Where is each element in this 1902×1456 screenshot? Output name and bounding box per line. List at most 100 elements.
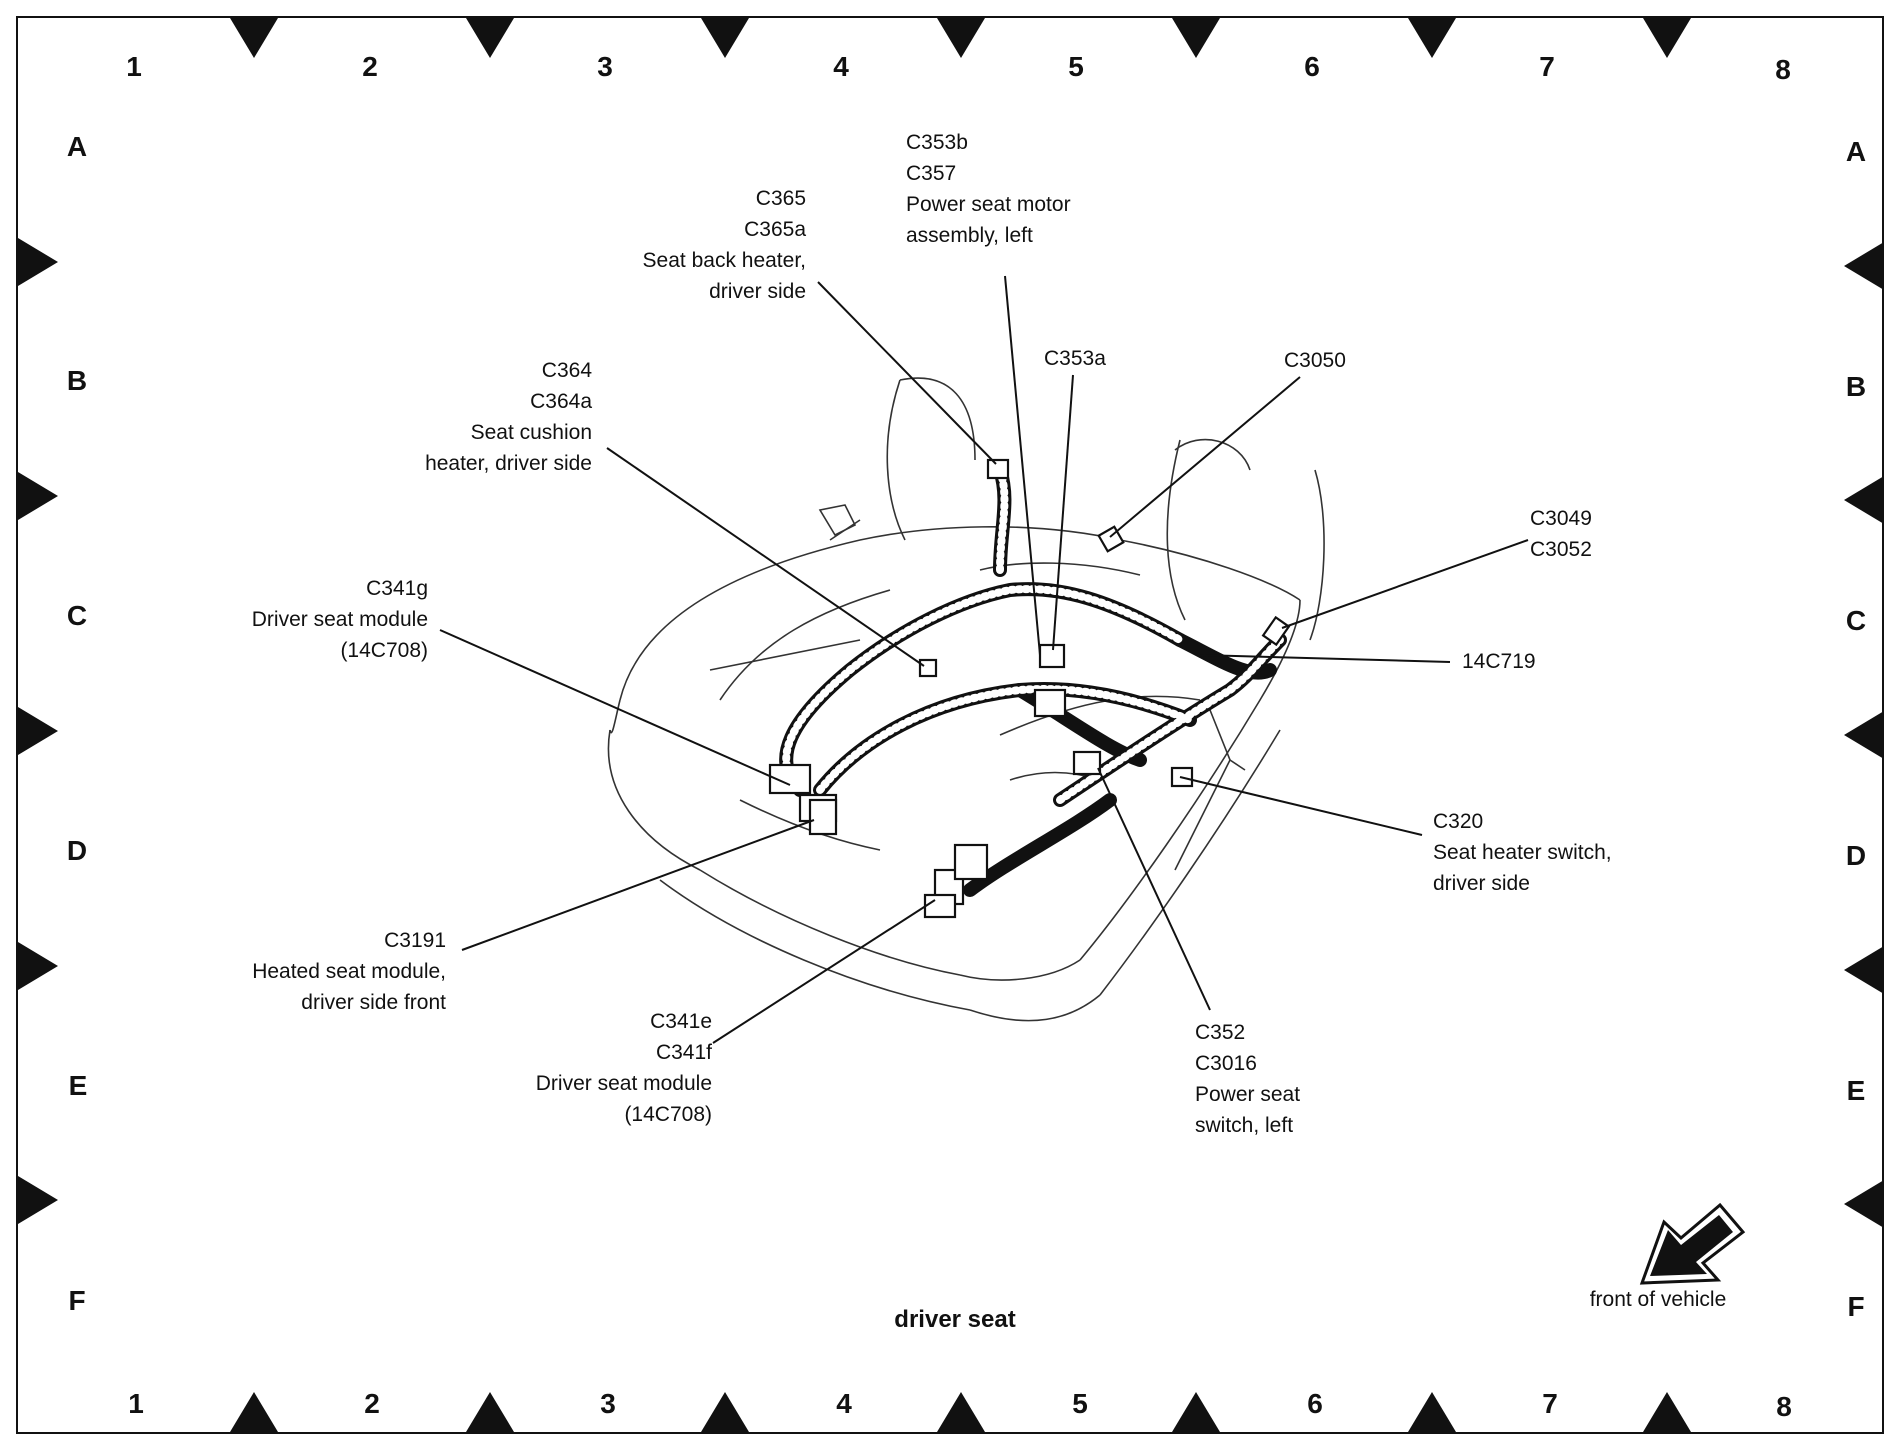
callout-c3191-line: driver side front xyxy=(301,991,446,1014)
border-marker-right xyxy=(1844,1180,1884,1228)
border-marker-left xyxy=(18,942,58,990)
callout-c320-line: Seat heater switch, xyxy=(1433,841,1612,864)
grid-row-right-c: C xyxy=(1845,605,1867,636)
grid-col-bottom-8: 8 xyxy=(1776,1391,1792,1422)
border-marker-top xyxy=(937,18,985,58)
grid-col-top-2: 2 xyxy=(362,51,378,82)
grid-col-top-7: 7 xyxy=(1539,51,1555,82)
grid-col-bottom-6: 6 xyxy=(1307,1388,1323,1419)
callout-c353b-line: C357 xyxy=(906,162,957,185)
callout-c365-line: C365 xyxy=(755,187,806,210)
callout-c341e-line: C341e xyxy=(650,1010,712,1033)
callout-c353b: C353b C357 Power seat motor assembly, le… xyxy=(906,127,1166,251)
grid-row-left-c: C xyxy=(66,600,88,631)
grid-col-top-4: 4 xyxy=(833,51,849,82)
grid-col-bottom-7: 7 xyxy=(1542,1388,1558,1419)
grid-row-right-d: D xyxy=(1845,840,1867,871)
connectors xyxy=(768,458,1291,919)
border-marker-bottom xyxy=(1172,1392,1220,1432)
callout-c341g-line: C341g xyxy=(366,577,428,600)
grid-row-left-d: D xyxy=(66,835,88,866)
border-marker-top xyxy=(230,18,278,58)
border-marker-bottom xyxy=(1408,1392,1456,1432)
border-marker-bottom xyxy=(466,1392,514,1432)
callout-c320: C320 Seat heater switch, driver side xyxy=(1433,806,1612,899)
grid-row-left-f: F xyxy=(68,1285,86,1316)
border-marker-top xyxy=(1408,18,1456,58)
grid-col-top-5: 5 xyxy=(1068,51,1084,82)
callout-c341e-line: Driver seat module xyxy=(535,1072,712,1095)
callout-c353a: C353a xyxy=(1044,343,1106,374)
callout-c353a-line: C353a xyxy=(1044,347,1106,370)
border-marker-right xyxy=(1844,946,1884,994)
border-marker-bottom xyxy=(1643,1392,1691,1432)
callout-c320-line: driver side xyxy=(1433,872,1530,895)
callout-c352-line: C352 xyxy=(1195,1021,1246,1044)
grid-col-bottom-2: 2 xyxy=(364,1388,380,1419)
callout-c3050: C3050 xyxy=(1284,345,1346,376)
border-marker-left xyxy=(18,238,58,286)
callout-c352-line: switch, left xyxy=(1195,1114,1294,1137)
grid-row-left-b: B xyxy=(66,365,88,396)
border-marker-top xyxy=(701,18,749,58)
callout-c364: C364 C364a Seat cushion heater, driver s… xyxy=(330,355,592,479)
callout-c352-line: Power seat xyxy=(1195,1083,1301,1106)
grid-row-left-e: E xyxy=(68,1070,88,1101)
diagram-title: driver seat xyxy=(894,1306,1016,1333)
front-arrow-icon xyxy=(1639,1202,1746,1285)
callout-c352: C352 C3016 Power seat switch, left xyxy=(1195,1017,1300,1141)
front-of-vehicle-label: front of vehicle xyxy=(1589,1288,1727,1311)
grid-row-right-b: B xyxy=(1845,371,1867,402)
callout-c364-line: heater, driver side xyxy=(425,452,592,475)
border-marker-top xyxy=(466,18,514,58)
border-marker-right xyxy=(1844,476,1884,524)
grid-row-right-a: A xyxy=(1845,136,1867,167)
callout-c364-line: C364 xyxy=(541,359,592,382)
grid-col-bottom-5: 5 xyxy=(1072,1388,1088,1419)
callout-c3049-line: C3049 xyxy=(1530,507,1592,530)
callout-c365-line: C365a xyxy=(744,218,806,241)
border-marker-left xyxy=(18,472,58,520)
grid-col-top-3: 3 xyxy=(597,51,613,82)
callout-c341g-line: Driver seat module xyxy=(251,608,428,631)
callout-c365: C365 C365a Seat back heater, driver side xyxy=(540,183,806,307)
callout-14c719: 14C719 xyxy=(1462,646,1536,677)
border-marker-left xyxy=(18,707,58,755)
grid-col-top-8: 8 xyxy=(1775,54,1791,85)
callout-c341g-line: (14C708) xyxy=(340,639,428,662)
callout-c341e: C341e C341f Driver seat module (14C708) xyxy=(450,1006,712,1130)
border-marker-top xyxy=(1643,18,1691,58)
callout-c320-line: C320 xyxy=(1433,810,1484,833)
callout-c352-line: C3016 xyxy=(1195,1052,1257,1075)
border-marker-bottom xyxy=(701,1392,749,1432)
grid-col-top-1: 1 xyxy=(126,51,142,82)
border-marker-bottom xyxy=(230,1392,278,1432)
border-marker-right xyxy=(1844,242,1884,290)
callout-c364-line: C364a xyxy=(530,390,592,413)
border-marker-left xyxy=(18,1176,58,1224)
callout-c341e-line: (14C708) xyxy=(624,1103,712,1126)
callout-c341e-line: C341f xyxy=(655,1041,712,1064)
grid-col-bottom-4: 4 xyxy=(836,1388,852,1419)
callout-c364-line: Seat cushion xyxy=(470,421,592,444)
callout-c353b-line: C353b xyxy=(906,131,968,154)
border-marker-right xyxy=(1844,711,1884,759)
callout-c365-line: driver side xyxy=(709,280,806,303)
callout-c3049: C3049 C3052 xyxy=(1530,503,1592,565)
grid-col-bottom-3: 3 xyxy=(600,1388,616,1419)
grid-col-top-6: 6 xyxy=(1304,51,1320,82)
callout-c3050-line: C3050 xyxy=(1284,349,1346,372)
grid-row-right-f: F xyxy=(1847,1291,1865,1322)
callout-c365-line: Seat back heater, xyxy=(642,249,806,272)
callout-c353b-line: assembly, left xyxy=(906,224,1033,247)
leader-lines xyxy=(439,275,1529,1044)
callout-c3191: C3191 Heated seat module, driver side fr… xyxy=(190,925,446,1018)
callout-c341g: C341g Driver seat module (14C708) xyxy=(170,573,428,666)
grid-col-bottom-1: 1 xyxy=(128,1388,144,1419)
wiring-harness xyxy=(779,463,1287,897)
callout-c3191-line: Heated seat module, xyxy=(252,960,446,983)
border-marker-bottom xyxy=(937,1392,985,1432)
grid-row-right-e: E xyxy=(1846,1075,1866,1106)
callout-c3191-line: C3191 xyxy=(384,929,446,952)
